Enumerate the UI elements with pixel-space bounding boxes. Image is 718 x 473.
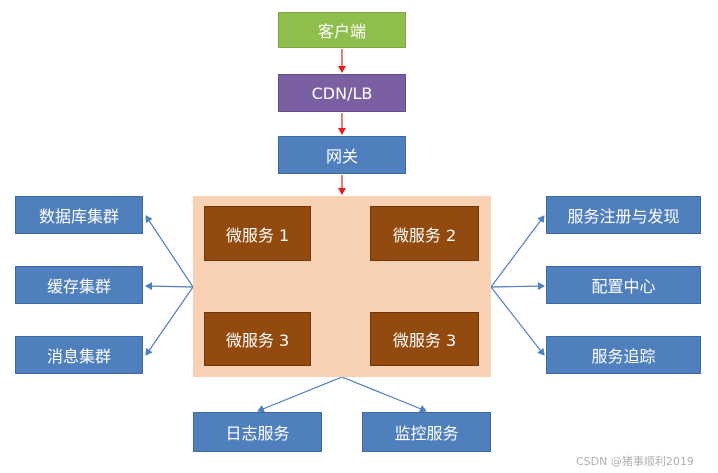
service-registry-box: 服务注册与发现 [546,196,701,234]
link-to-message [145,286,194,356]
microservice-1-box: 微服务 1 [204,206,311,261]
link-to-cache [145,282,194,291]
service-tracing-label: 服务追踪 [591,347,656,366]
config-center-box: 配置中心 [546,266,701,304]
microservice-3-left-box: 微服务 3 [204,312,311,366]
database-cluster-label: 数据库集群 [38,207,119,226]
message-cluster-box: 消息集群 [15,336,143,374]
link-to-monitoring [341,376,427,413]
microservice-3-right-box: 微服务 3 [370,312,479,366]
microservice-1-label: 微服务 1 [225,225,290,245]
link-to-registry [490,215,545,288]
cdn-lb-label: CDN/LB [311,83,373,103]
service-registry-label: 服务注册与发现 [567,207,680,226]
link-to-config [490,282,545,291]
client-label: 客户端 [317,22,366,41]
microservice-3-left-label: 微服务 3 [225,331,290,350]
cache-cluster-box: 缓存集群 [15,266,143,304]
cache-cluster-label: 缓存集群 [46,277,111,296]
link-to-database [145,215,194,288]
monitoring-service-label: 监控服务 [394,424,459,443]
microservice-3-right-label: 微服务 3 [392,331,457,350]
microservice-2-box: 微服务 2 [370,206,479,261]
logging-service-box: 日志服务 [193,412,322,452]
link-to-tracing [490,286,545,356]
watermark: CSDN @猪事顺利2019 [576,455,694,468]
gateway-box: 网关 [278,136,406,174]
client-box: 客户端 [278,12,406,48]
cdn-lb-box: CDN/LB [278,74,406,112]
service-tracing-box: 服务追踪 [546,336,701,374]
gateway-label: 网关 [325,147,358,166]
config-center-label: 配置中心 [591,277,656,296]
logging-service-label: 日志服务 [225,424,290,443]
monitoring-service-box: 监控服务 [362,412,491,452]
message-cluster-label: 消息集群 [46,347,111,366]
microservice-2-label: 微服务 2 [392,225,457,245]
database-cluster-box: 数据库集群 [15,196,143,234]
link-to-logging [257,376,343,413]
